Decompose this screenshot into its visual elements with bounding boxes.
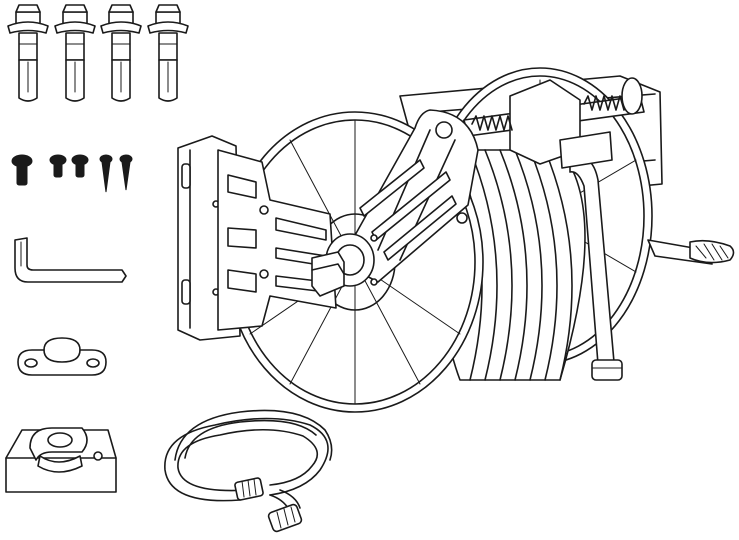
anchor-bolt xyxy=(8,5,48,101)
wood-screw xyxy=(100,155,112,192)
anchor-bolt xyxy=(148,5,188,101)
wood-screw xyxy=(120,155,132,190)
hose-reel xyxy=(178,68,734,412)
hose-guide-bracket xyxy=(6,428,116,492)
anchor-bolt xyxy=(55,5,95,101)
cross-head-screw xyxy=(72,155,88,177)
hose-coupling xyxy=(267,503,302,532)
screw-group xyxy=(12,155,132,192)
anchor-bolt xyxy=(101,5,141,101)
hex-key xyxy=(15,238,126,282)
crank-handle xyxy=(648,240,734,264)
cross-head-screw xyxy=(50,155,66,177)
hose-clamp xyxy=(18,338,106,375)
anchor-bolt-group xyxy=(8,5,188,101)
hose-coupling xyxy=(234,477,263,500)
cross-head-screw xyxy=(12,155,32,185)
leader-hose xyxy=(165,410,332,532)
